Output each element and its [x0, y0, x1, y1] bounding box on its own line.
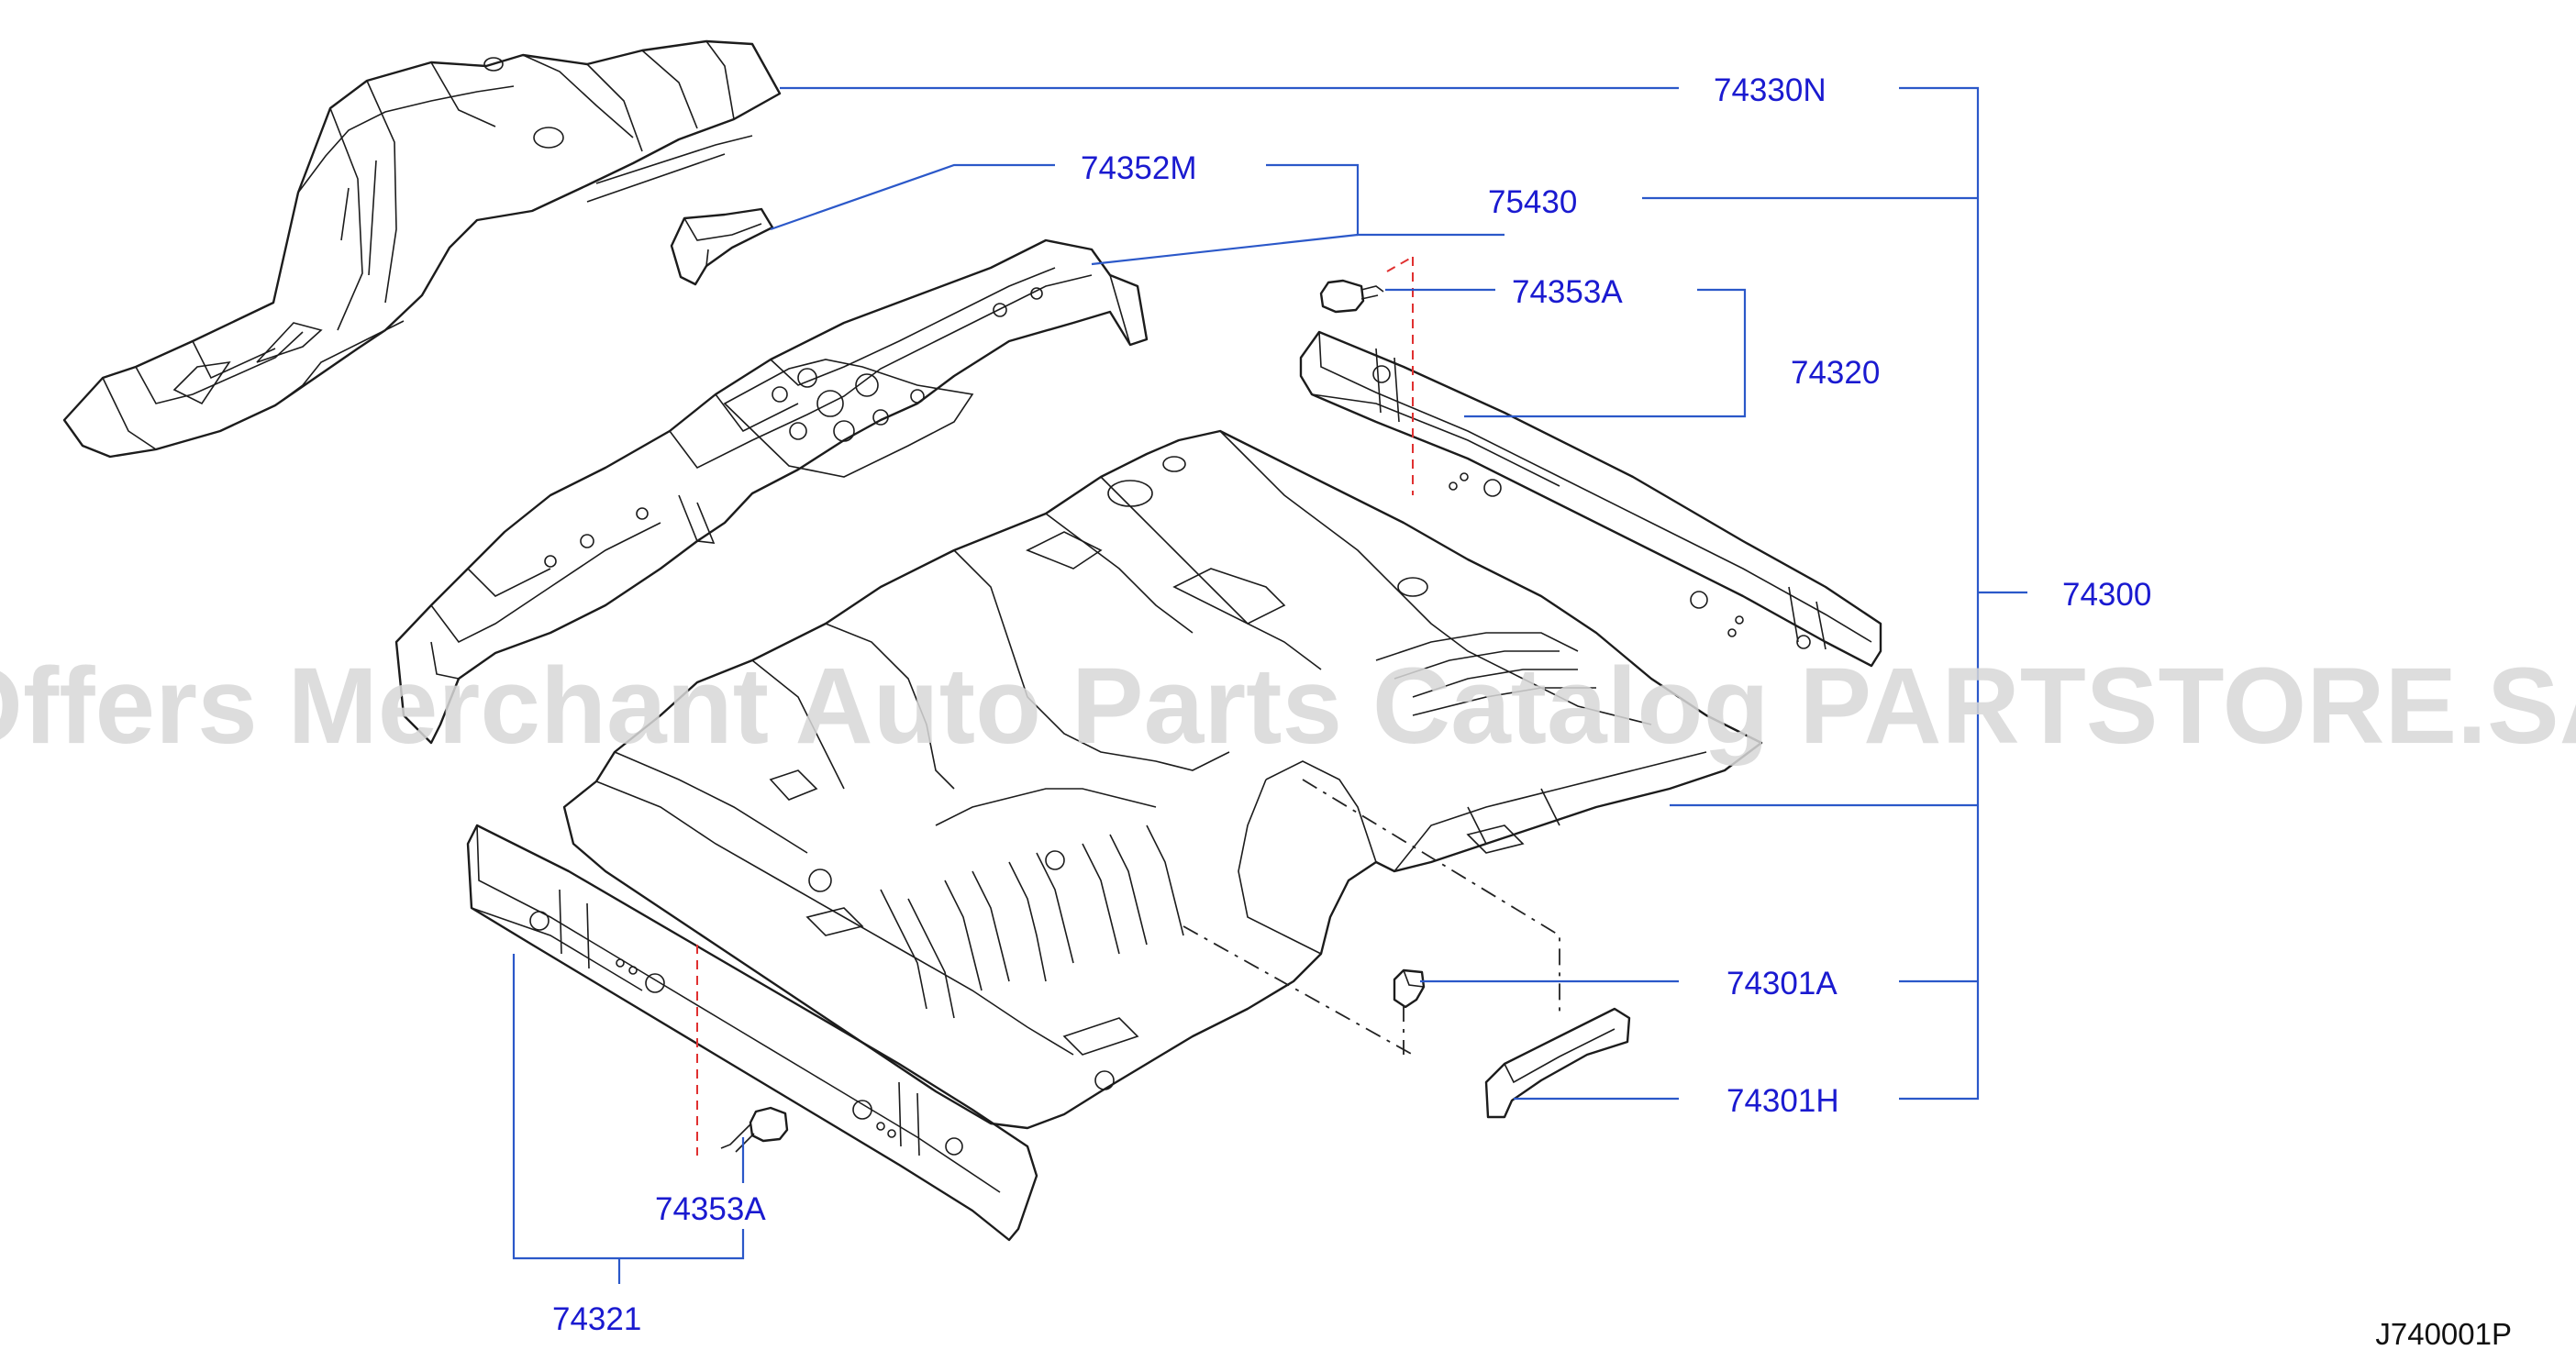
- bracket-74301h-drawing: [1484, 1007, 1631, 1119]
- rear-side-member-drawing: [62, 39, 782, 459]
- label-74321[interactable]: 74321: [552, 1301, 641, 1337]
- label-74352m[interactable]: 74352M: [1081, 150, 1196, 186]
- label-74353a-top[interactable]: 74353A: [1512, 274, 1623, 310]
- side-rail-74320-drawing: [1299, 256, 1882, 668]
- clip-74301a-drawing: [1393, 968, 1426, 1009]
- side-rail-74321-drawing: [466, 824, 1038, 1242]
- bolt-bottom-drawing: [720, 1106, 789, 1153]
- bracket-74352m-drawing: [670, 207, 774, 286]
- rear-floor-panel-drawing: [562, 429, 1763, 1130]
- label-74300[interactable]: 74300: [2062, 577, 2151, 613]
- cross-member-75430-drawing: [394, 238, 1149, 745]
- diagram-code: J740001P: [2375, 1317, 2512, 1351]
- watermark-text: Offers Merchant Auto Parts Catalog PARTS…: [0, 646, 2576, 767]
- label-74353a-bottom[interactable]: 74353A: [655, 1191, 766, 1227]
- leader-lines: [512, 86, 2027, 1284]
- bolt-top-drawing: [1319, 279, 1384, 314]
- label-74320[interactable]: 74320: [1791, 355, 1880, 391]
- label-75430[interactable]: 75430: [1488, 184, 1577, 220]
- label-74301h[interactable]: 74301H: [1727, 1083, 1839, 1119]
- label-74330n[interactable]: 74330N: [1714, 72, 1827, 108]
- label-74301a[interactable]: 74301A: [1727, 966, 1838, 1001]
- part-labels: 74330N 74352M 75430 74353A 74320 74300 7…: [552, 72, 2151, 1337]
- assembly-guide-lines: [1183, 779, 1560, 1056]
